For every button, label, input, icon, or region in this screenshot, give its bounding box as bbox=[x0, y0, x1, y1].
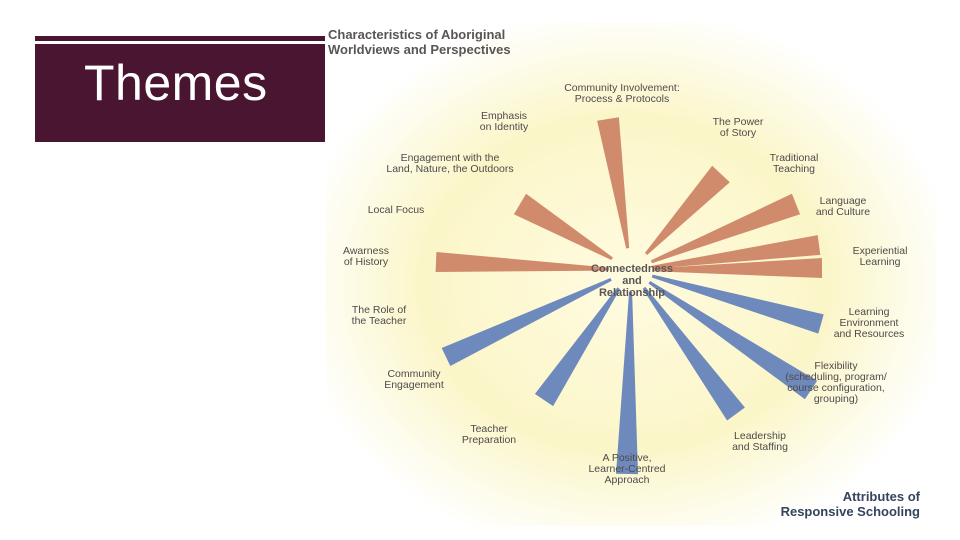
center-line-1: Connectedness bbox=[572, 263, 692, 275]
label-community-involvement: Community Involvement:Process & Protocol… bbox=[550, 83, 694, 105]
center-label: Connectedness and Relationship bbox=[572, 263, 692, 299]
heading-line-2: Worldviews and Perspectives bbox=[328, 42, 511, 57]
heading-aboriginal: Characteristics of Aboriginal Worldviews… bbox=[328, 27, 511, 57]
footer-line-1: Attributes of bbox=[754, 489, 920, 504]
label-local-focus: Local Focus bbox=[346, 205, 446, 216]
center-line-3: Relationship bbox=[572, 287, 692, 299]
footer-line-2: Responsive Schooling bbox=[754, 504, 920, 519]
center-line-2: and bbox=[572, 275, 692, 287]
label-flexibility: Flexibility(scheduling, program/course c… bbox=[770, 361, 902, 405]
themes-figure: Characteristics of Aboriginal Worldviews… bbox=[326, 22, 936, 526]
slide-title: Themes bbox=[84, 54, 268, 112]
footer-schooling: Attributes of Responsive Schooling bbox=[754, 489, 920, 519]
heading-line-1: Characteristics of Aboriginal bbox=[328, 27, 511, 42]
title-rule bbox=[35, 36, 325, 41]
